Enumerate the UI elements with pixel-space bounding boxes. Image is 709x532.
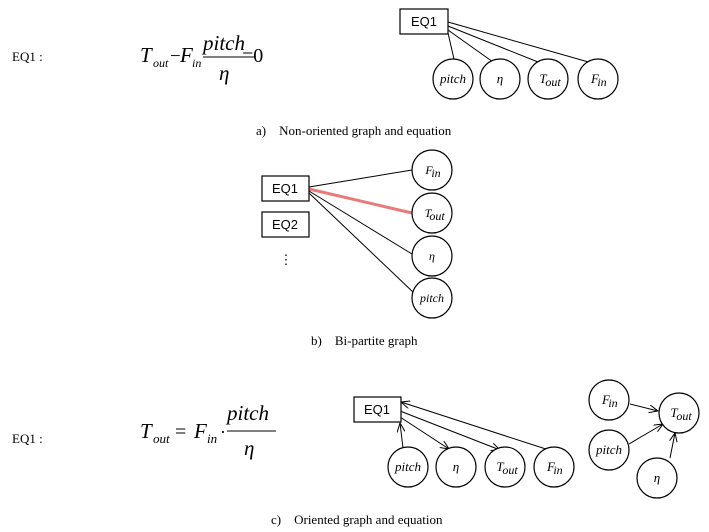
node-c-right-fin-sub: in	[608, 396, 617, 410]
eq-a-numerator: pitch	[201, 31, 245, 55]
eq-a-denominator: η	[219, 61, 229, 85]
node-c-fin-sub: in	[553, 463, 562, 477]
eq-a-t-sub: out	[153, 56, 169, 70]
equation-a: T out − F in pitch η =0	[140, 31, 263, 85]
edge-b-eta	[308, 190, 413, 255]
edge-a-tout	[447, 25, 539, 63]
node-b-pitch-label: pitch	[419, 291, 444, 305]
eq-c-denominator: η	[244, 436, 254, 460]
equation-c: T out = F in · pitch η	[140, 401, 276, 460]
edge-c-eq1-to-tout	[399, 410, 500, 450]
node-b-pitch	[411, 277, 453, 319]
node-a-pitch	[432, 58, 474, 100]
node-c-tout	[484, 446, 526, 488]
eq1-box-c-label: EQ1	[364, 402, 390, 417]
eq-c-t: T	[140, 419, 153, 443]
eq1-box-a	[399, 8, 449, 35]
eq-label-a: EQ1 :	[12, 49, 43, 64]
node-c-pitch	[387, 446, 429, 488]
node-a-eta-label: η	[497, 71, 503, 86]
node-c-right-tout-sub: out	[676, 409, 692, 423]
eq-a-t: T	[140, 43, 153, 67]
eq2-box-b-label: EQ2	[272, 217, 298, 232]
node-c-fin-label: F	[546, 459, 556, 474]
node-a-fin	[577, 58, 619, 100]
node-b-fin	[411, 149, 453, 191]
node-b-tout	[411, 192, 453, 234]
node-a-pitch-label: pitch	[439, 71, 466, 86]
node-a-tout-label: T	[539, 71, 547, 86]
section-b: EQ1 EQ2 ⋮ F in T out η pitch b) Bi-parti…	[261, 149, 453, 348]
node-c-fin	[533, 446, 575, 488]
edge-c-pitch-to-eq1	[400, 423, 403, 449]
node-c-right-fin	[588, 379, 630, 421]
eq1-box-a-label: EQ1	[411, 14, 437, 29]
node-c-eta	[435, 446, 477, 488]
node-b-tout-sub: out	[429, 209, 445, 223]
node-b-fin-label: F	[424, 163, 433, 177]
eq-a-f: F	[179, 43, 193, 67]
node-a-eta	[479, 58, 521, 100]
edge-c-pitch-to-tout	[628, 424, 663, 445]
node-a-fin-label: F	[590, 71, 600, 86]
edge-c-eta-to-tout	[670, 433, 675, 459]
edge-a-pitch	[447, 32, 455, 60]
eq-c-numerator: pitch	[225, 401, 269, 425]
node-b-eta-label: η	[429, 249, 435, 263]
node-c-eta-label: η	[453, 459, 459, 474]
caption-b: b) Bi-partite graph	[311, 333, 418, 348]
eq-a-equals: =0	[242, 45, 263, 67]
eq-c-f: F	[193, 419, 207, 443]
node-b-fin-sub: in	[431, 166, 440, 180]
eq1-box-c	[353, 396, 402, 423]
eq1-box-b-label: EQ1	[272, 181, 298, 196]
eq-c-f-sub: in	[207, 431, 217, 446]
edge-a-fin	[447, 21, 593, 64]
node-c-right-eta	[636, 457, 678, 499]
node-c-tout-sub: out	[502, 463, 518, 477]
eq-c-dot: ·	[220, 422, 226, 442]
eq-label-c: EQ1 :	[12, 431, 43, 446]
ellipsis-b: ⋮	[280, 252, 293, 267]
node-c-pitch-label: pitch	[394, 459, 421, 474]
section-c: EQ1 : T out = F in · pitch η EQ1 pitch η…	[12, 379, 700, 527]
eq2-box-b	[261, 211, 310, 238]
caption-c: c) Oriented graph and equation	[271, 512, 443, 527]
node-c-right-pitch-label: pitch	[595, 442, 622, 457]
node-a-tout-sub: out	[545, 75, 561, 89]
edge-c-eq1-to-eta	[399, 416, 449, 449]
eq-c-t-sub: out	[153, 431, 170, 446]
edge-c-fin-to-tout	[629, 403, 658, 411]
node-a-fin-sub: in	[597, 75, 606, 89]
caption-a: a) Non-oriented graph and equation	[256, 123, 452, 138]
node-b-eta	[411, 235, 453, 277]
node-c-tout-label: T	[496, 459, 504, 474]
eq-a-minus: −	[170, 46, 181, 67]
edge-b-pitch	[308, 192, 415, 294]
edge-c-fin-to-eq1	[401, 402, 553, 452]
edge-a-eta	[447, 29, 494, 63]
edge-b-tout-highlight	[308, 187, 413, 215]
node-c-right-tout	[658, 392, 700, 434]
section-a: EQ1 : T out − F in pitch η =0 EQ1 pitch …	[12, 8, 619, 138]
eq1-box-b	[261, 175, 310, 202]
node-c-right-tout-label: T	[670, 405, 678, 420]
node-c-right-pitch	[588, 429, 630, 471]
edge-b-fin	[308, 169, 413, 188]
node-a-tout	[527, 58, 569, 100]
eq-c-equals: =	[175, 421, 186, 443]
node-c-right-fin-label: F	[601, 392, 611, 407]
node-c-right-eta-label: η	[654, 470, 660, 485]
node-b-tout-label: T	[425, 206, 433, 220]
eq-a-f-sub: in	[192, 56, 201, 70]
